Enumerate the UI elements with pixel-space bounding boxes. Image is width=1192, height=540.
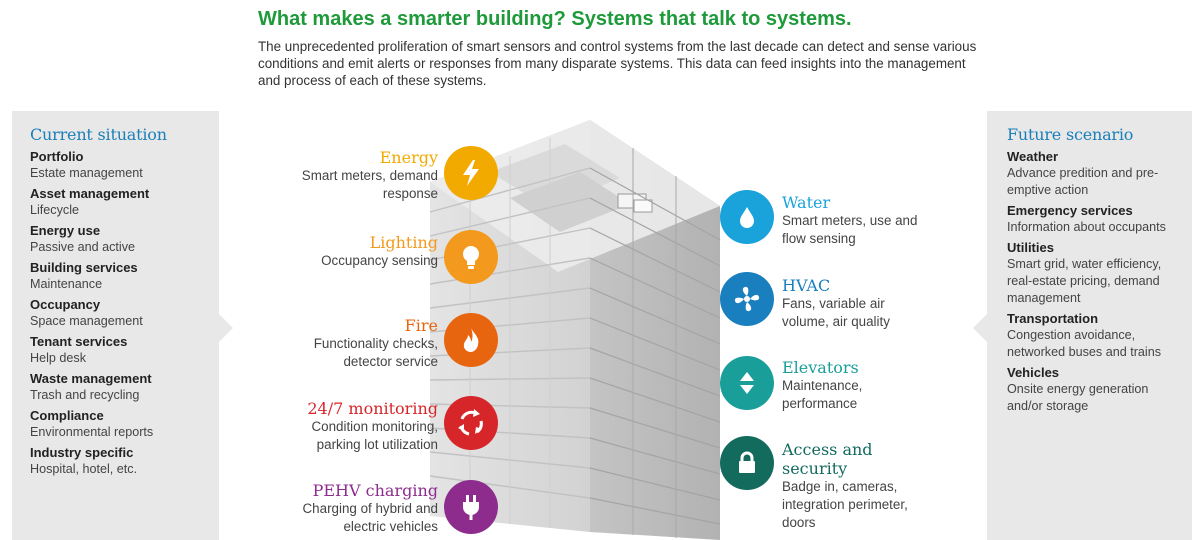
system-hvac: HVAC Fans, variable air volume, air qual…: [782, 276, 932, 331]
future-item-head: Weather: [1007, 149, 1059, 164]
current-situation-title: Current situation: [30, 125, 167, 144]
system-pehv: PEHV charging Charging of hybrid and ele…: [240, 481, 438, 536]
current-item-head: Tenant services: [30, 334, 128, 349]
system-title: HVAC: [782, 276, 831, 295]
system-description: Smart meters, demand response: [301, 168, 438, 201]
system-water: Water Smart meters, use and flow sensing: [782, 193, 932, 248]
padlock-icon: [720, 436, 774, 490]
current-item-head: Industry specific: [30, 445, 134, 460]
current-item-sub: Estate management: [30, 166, 143, 180]
future-item-sub: Advance predition and pre-emptive action: [1007, 166, 1159, 197]
system-description: Condition monitoring, parking lot utiliz…: [311, 419, 438, 452]
current-item-head: Energy use: [30, 223, 101, 238]
current-item-head: Building services: [30, 260, 138, 275]
system-title: Fire: [404, 316, 438, 335]
system-title: Elevators: [782, 358, 859, 377]
system-title: PEHV charging: [312, 481, 438, 500]
flame-icon: [444, 313, 498, 367]
future-item-sub: Smart grid, water efficiency, real-estat…: [1007, 257, 1162, 305]
system-monitoring: 24/7 monitoring Condition monitoring, pa…: [240, 399, 438, 454]
future-item-sub: Congestion avoidance, networked buses an…: [1007, 328, 1162, 359]
current-item-sub: Help desk: [30, 351, 87, 365]
current-item-sub: Maintenance: [30, 277, 103, 291]
system-lighting: Lighting Occupancy sensing: [240, 233, 438, 270]
future-scenario-title: Future scenario: [1007, 125, 1134, 144]
plug-icon: [444, 480, 498, 534]
water-drop-icon: [720, 190, 774, 244]
current-item-head: Compliance: [30, 408, 104, 423]
current-item-head: Waste management: [30, 371, 152, 386]
lightning-bolt-icon: [444, 146, 498, 200]
system-title: 24/7 monitoring: [307, 399, 438, 418]
system-description: Functionality checks, detector service: [313, 336, 438, 369]
system-energy: Energy Smart meters, demand response: [240, 148, 438, 203]
current-item-sub: Lifecycle: [30, 203, 79, 217]
system-elevators: Elevators Maintenance, performance: [782, 358, 932, 413]
right-panel-pointer: [973, 314, 987, 342]
up-down-arrows-icon: [720, 356, 774, 410]
current-item-sub: Space management: [30, 314, 143, 328]
future-item-head: Emergency services: [1007, 203, 1133, 218]
current-item-sub: Hospital, hotel, etc.: [30, 462, 138, 476]
system-description: Fans, variable air volume, air quality: [782, 296, 890, 329]
system-description: Occupancy sensing: [321, 253, 438, 268]
system-title: Water: [782, 193, 831, 212]
system-title: Energy: [379, 148, 438, 167]
system-fire: Fire Functionality checks, detector serv…: [240, 316, 438, 371]
intro-text: The unprecedented proliferation of smart…: [258, 39, 977, 88]
future-item-head: Vehicles: [1007, 365, 1060, 380]
system-description: Charging of hybrid and electric vehicles: [302, 501, 438, 534]
current-item-sub: Trash and recycling: [30, 388, 140, 402]
system-description: Smart meters, use and flow sensing: [782, 213, 918, 246]
current-item-sub: Passive and active: [30, 240, 136, 254]
light-bulb-icon: [444, 230, 498, 284]
system-access: Access and security Badge in, cameras, i…: [782, 440, 932, 532]
future-item-head: Transportation: [1007, 311, 1099, 326]
system-description: Maintenance, performance: [782, 378, 863, 411]
system-title: Access and security: [782, 440, 873, 478]
page-title: What makes a smarter building? Systems t…: [258, 8, 852, 30]
cycle-arrows-icon: [444, 396, 498, 450]
current-item-sub: Environmental reports: [30, 425, 154, 439]
current-item-head: Asset management: [30, 186, 150, 201]
system-title: Lighting: [369, 233, 438, 252]
future-item-sub: Information about occupants: [1007, 220, 1166, 234]
left-panel-pointer: [219, 314, 233, 342]
current-item-head: Portfolio: [30, 149, 84, 164]
current-item-head: Occupancy: [30, 297, 101, 312]
fan-icon: [720, 272, 774, 326]
future-item-sub: Onsite energy generation and/or storage: [1007, 382, 1149, 413]
system-description: Badge in, cameras, integration perimeter…: [782, 479, 908, 530]
future-item-head: Utilities: [1007, 240, 1054, 255]
